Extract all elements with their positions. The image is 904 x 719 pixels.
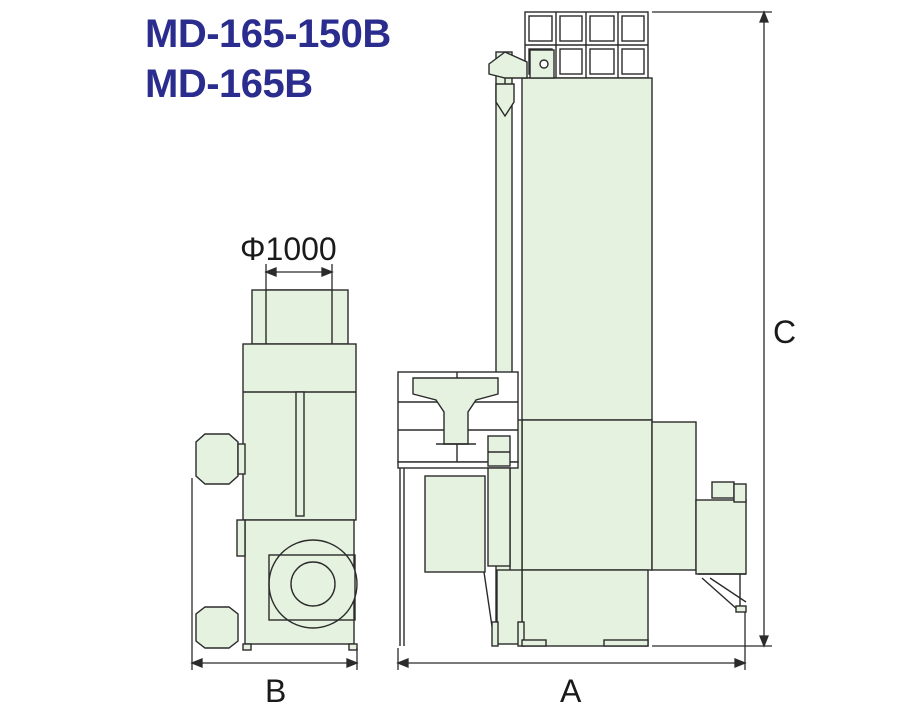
front-drive-box xyxy=(424,475,486,573)
side-burner-upper xyxy=(195,433,239,485)
diameter-label: Φ1000 xyxy=(240,231,337,267)
dimension-lines xyxy=(190,10,772,670)
side-view xyxy=(195,289,358,651)
model-title-primary: MD-165-150B xyxy=(145,12,391,56)
dimension-a-label: A xyxy=(560,673,582,709)
front-lower-body xyxy=(521,569,649,647)
front-mid-body xyxy=(521,419,653,571)
dimension-b-label: B xyxy=(265,673,287,709)
front-side-motor xyxy=(695,499,747,575)
model-title-secondary: MD-165B xyxy=(145,62,313,106)
front-main-column xyxy=(521,77,653,421)
front-view xyxy=(397,11,747,647)
side-burner-lower xyxy=(195,606,239,649)
dimension-c-label: C xyxy=(773,314,797,350)
side-fan-inlet xyxy=(290,561,336,607)
